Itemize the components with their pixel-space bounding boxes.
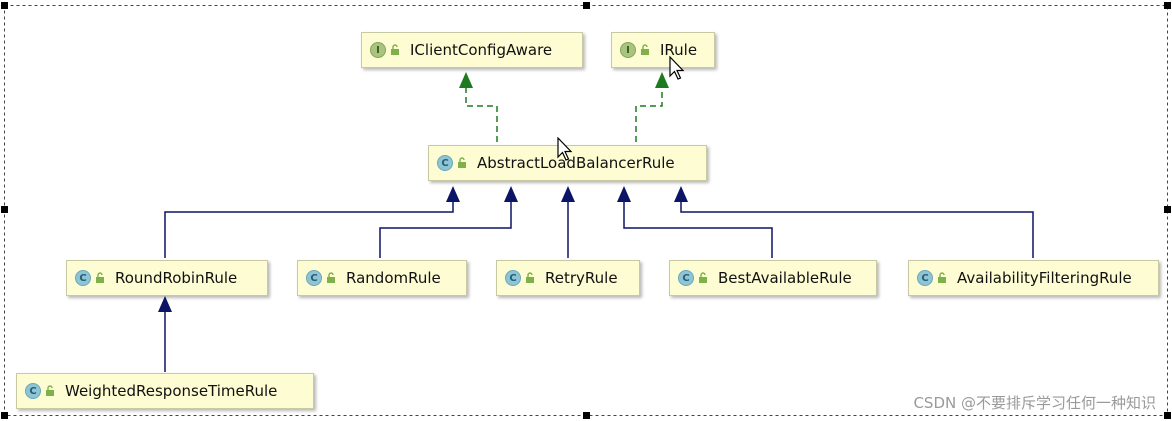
interface-icon: I bbox=[370, 42, 386, 58]
extends-edge-randomrule bbox=[379, 186, 518, 258]
node-roundrobinrule[interactable]: C RoundRobinRule bbox=[66, 260, 268, 296]
node-label: RoundRobinRule bbox=[115, 269, 238, 287]
extends-edge-availabilityfilteringrule bbox=[674, 186, 1034, 258]
node-label: RandomRule bbox=[346, 269, 441, 287]
resize-handle-top-center[interactable] bbox=[583, 2, 590, 9]
node-bestavailablerule[interactable]: C BestAvailableRule bbox=[669, 260, 877, 296]
mouse-cursor-icon bbox=[669, 56, 685, 80]
class-icon: C bbox=[505, 270, 521, 286]
extends-edge-roundrobinrule bbox=[164, 186, 460, 258]
extends-edge-retryrule bbox=[561, 186, 575, 258]
node-abstractloadbalancerrule[interactable]: C AbstractLoadBalancerRule bbox=[428, 145, 707, 181]
visibility-public-icon bbox=[391, 44, 399, 55]
implements-edge-irule bbox=[635, 72, 669, 142]
node-irule[interactable]: I IRule bbox=[611, 32, 715, 68]
visibility-public-icon bbox=[938, 272, 946, 283]
selection-frame bbox=[4, 5, 1168, 416]
implements-edge-iclientconfigaware bbox=[459, 72, 498, 142]
visibility-public-icon bbox=[46, 385, 54, 396]
visibility-public-icon bbox=[96, 272, 104, 283]
node-label: RetryRule bbox=[545, 269, 618, 287]
visibility-public-icon bbox=[641, 44, 649, 55]
class-icon: C bbox=[75, 270, 91, 286]
interface-icon: I bbox=[620, 42, 636, 58]
extends-edge-weightedresponsetimerule bbox=[158, 296, 172, 372]
resize-handle-middle-left[interactable] bbox=[1, 206, 8, 213]
visibility-public-icon bbox=[327, 272, 335, 283]
class-icon: C bbox=[306, 270, 322, 286]
class-icon: C bbox=[917, 270, 933, 286]
node-label: IRule bbox=[660, 41, 698, 59]
node-availabilityfilteringrule[interactable]: C AvailabilityFilteringRule bbox=[908, 260, 1159, 296]
resize-handle-middle-right[interactable] bbox=[1164, 206, 1171, 213]
node-label: AbstractLoadBalancerRule bbox=[477, 154, 675, 172]
resize-handle-top-left[interactable] bbox=[1, 2, 8, 9]
class-icon: C bbox=[437, 155, 453, 171]
resize-handle-bottom-left[interactable] bbox=[1, 412, 8, 419]
visibility-public-icon bbox=[526, 272, 534, 283]
node-weightedresponsetimerule[interactable]: C WeightedResponseTimeRule bbox=[16, 373, 314, 409]
node-randomrule[interactable]: C RandomRule bbox=[297, 260, 467, 296]
node-retryrule[interactable]: C RetryRule bbox=[496, 260, 640, 296]
watermark: CSDN @不要排斥学习任何一种知识 bbox=[913, 394, 1156, 412]
resize-handle-top-right[interactable] bbox=[1164, 2, 1171, 9]
node-label: WeightedResponseTimeRule bbox=[65, 382, 278, 400]
visibility-public-icon bbox=[458, 157, 466, 168]
resize-handle-bottom-center[interactable] bbox=[583, 412, 590, 419]
node-iclientconfigaware[interactable]: I IClientConfigAware bbox=[361, 32, 583, 68]
mouse-cursor-icon bbox=[557, 137, 573, 161]
visibility-public-icon bbox=[699, 272, 707, 283]
node-label: AvailabilityFilteringRule bbox=[957, 269, 1132, 287]
class-icon: C bbox=[25, 383, 41, 399]
extends-edge-bestavailablerule bbox=[617, 186, 773, 258]
node-label: BestAvailableRule bbox=[718, 269, 852, 287]
class-icon: C bbox=[678, 270, 694, 286]
resize-handle-bottom-right[interactable] bbox=[1164, 412, 1171, 419]
node-label: IClientConfigAware bbox=[410, 41, 553, 59]
